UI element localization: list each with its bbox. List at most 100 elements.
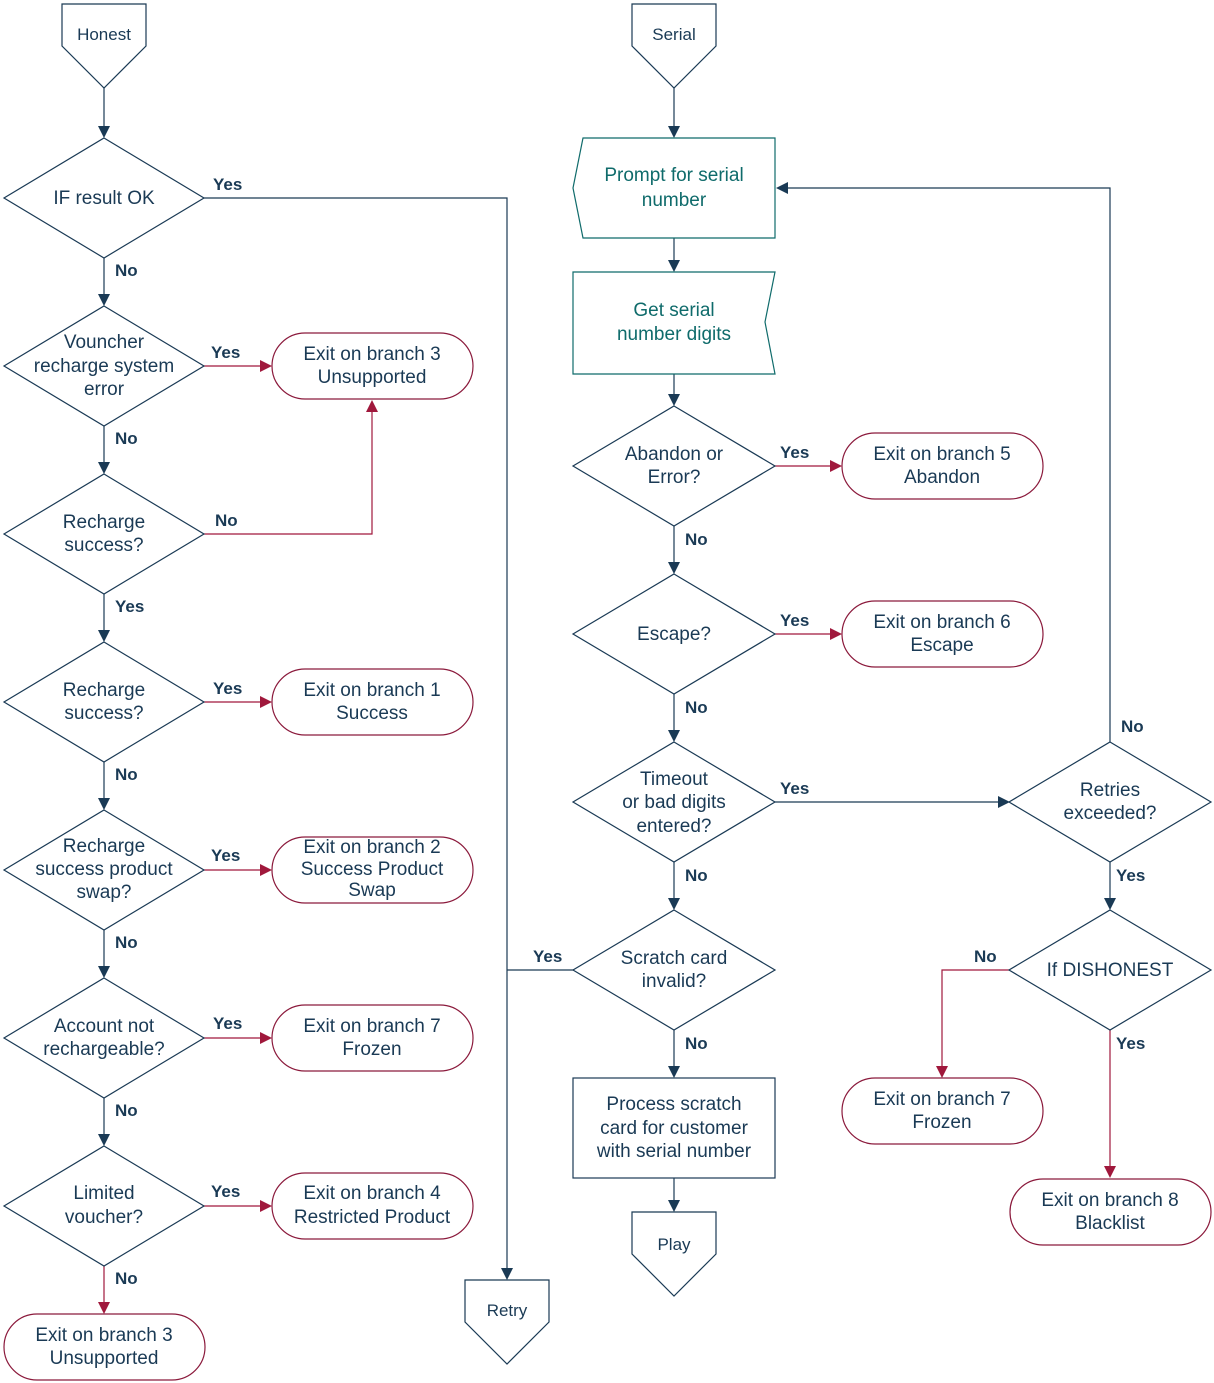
arrowhead [98,126,110,138]
arrowhead [260,360,272,372]
edge-label-no: No [115,933,138,952]
arrowhead [1104,1166,1116,1178]
edge-label-no: No [1121,717,1144,736]
arrowhead [98,630,110,642]
edge-label-yes: Yes [211,1182,240,1201]
edge-label-yes: Yes [1116,866,1145,885]
decision-not-rechargeable: Account not rechargeable? [2,977,206,1099]
decision-text: swap? [77,882,132,903]
edge-label-no: No [115,1269,138,1288]
process-text: card for customer [600,1118,748,1139]
edge-label-yes: Yes [533,947,562,966]
arrowhead [501,1268,513,1280]
edge-label-yes: Yes [211,846,240,865]
decision-text: Recharge [63,836,145,857]
arrowhead [668,898,680,910]
arrowhead [260,696,272,708]
exit-branch7-left: Exit on branch 7 Frozen [271,1004,474,1072]
edge-label-no: No [115,765,138,784]
arrowhead [668,126,680,138]
exit-branch4: Exit on branch 4 Restricted Product [271,1172,474,1240]
exit-text: Frozen [912,1112,971,1133]
terminal-play: Play [631,1211,717,1297]
decision-text: recharge system [34,356,174,377]
arrowhead [366,400,378,412]
arrowhead [98,294,110,306]
exit-branch3-top: Exit on branch 3 Unsupported [271,332,474,400]
decision-text: Scratch card [621,948,728,969]
arrowhead [668,394,680,406]
decision-text: Recharge [63,512,145,533]
arrowhead [668,260,680,272]
decision-text: Timeout [640,769,709,790]
exit-text: Escape [910,635,973,656]
decision-text: Escape? [637,624,711,645]
exit-branch5: Exit on branch 5 Abandon [841,432,1044,500]
edge-label-yes: Yes [211,343,240,362]
decision-limited-voucher: Limited voucher? [2,1145,206,1267]
arrowhead [830,460,842,472]
terminal-label: Honest [77,25,131,44]
edge-result-yes [204,197,508,1270]
arrowhead [776,182,788,194]
process-text: Process scratch [606,1094,741,1115]
exit-branch6: Exit on branch 6 Escape [841,600,1044,668]
arrowhead [260,864,272,876]
decision-timeout: Timeout or bad digits entered? [571,741,777,863]
decision-text: IF result OK [53,188,155,209]
edge-label-yes: Yes [1116,1034,1145,1053]
arrowhead [998,796,1010,808]
exit-text: Exit on branch 2 [303,837,440,858]
edge-label-no: No [974,947,997,966]
decision-product-swap: Recharge success product swap? [2,809,206,931]
process-text: Get serial [633,300,714,321]
edge-label-yes: Yes [213,1014,242,1033]
decision-text: entered? [636,816,711,837]
exit-branch1: Exit on branch 1 Success [271,668,474,736]
arrowhead [1104,898,1116,910]
exit-text: Abandon [904,467,980,488]
exit-text: Exit on branch 4 [303,1183,441,1204]
process-scratch-card: Process scratch card for customer with s… [572,1077,776,1179]
exit-branch7-right: Exit on branch 7 Frozen [841,1077,1044,1145]
exit-text: Exit on branch 8 [1041,1190,1178,1211]
edge-label-yes: Yes [115,597,144,616]
exit-text: Exit on branch 7 [303,1016,440,1037]
arrowhead [98,966,110,978]
terminal-honest: Honest [61,3,147,89]
edge-label-no: No [115,429,138,448]
edge-label-no: No [685,1034,708,1053]
edge-label-yes: Yes [213,679,242,698]
decision-retries: Retries exceeded? [1007,741,1213,863]
decision-text: success? [64,703,143,724]
decision-text: success? [64,535,143,556]
arrowhead [668,1200,680,1212]
arrowhead [668,1066,680,1078]
exit-text: Swap [348,880,396,901]
decision-text: Vouncher [64,332,145,353]
arrowhead [668,562,680,574]
decision-text: error [84,379,125,400]
process-text: number digits [617,324,731,345]
edge-label-yes: Yes [780,443,809,462]
decision-text: invalid? [642,971,706,992]
decision-text: exceeded? [1064,803,1157,824]
edge-label-yes: Yes [780,611,809,630]
edge-label-no: No [685,530,708,549]
exit-text: Frozen [342,1039,401,1060]
arrowhead [98,798,110,810]
edge-label-yes: Yes [780,779,809,798]
edge-label-no: No [215,511,238,530]
terminal-label: Serial [652,25,695,44]
terminal-serial: Serial [631,3,717,89]
process-text: Prompt for serial [604,165,743,186]
exit-text: Exit on branch 6 [873,612,1010,633]
arrowhead [830,628,842,640]
decision-text: If DISHONEST [1047,960,1174,981]
arrowhead [98,462,110,474]
decision-dishonest: If DISHONEST [1007,909,1213,1031]
terminal-label: Retry [487,1301,528,1320]
arrowhead [98,1302,110,1314]
connectors [98,88,1116,1314]
decision-result-ok: IF result OK [2,137,206,259]
